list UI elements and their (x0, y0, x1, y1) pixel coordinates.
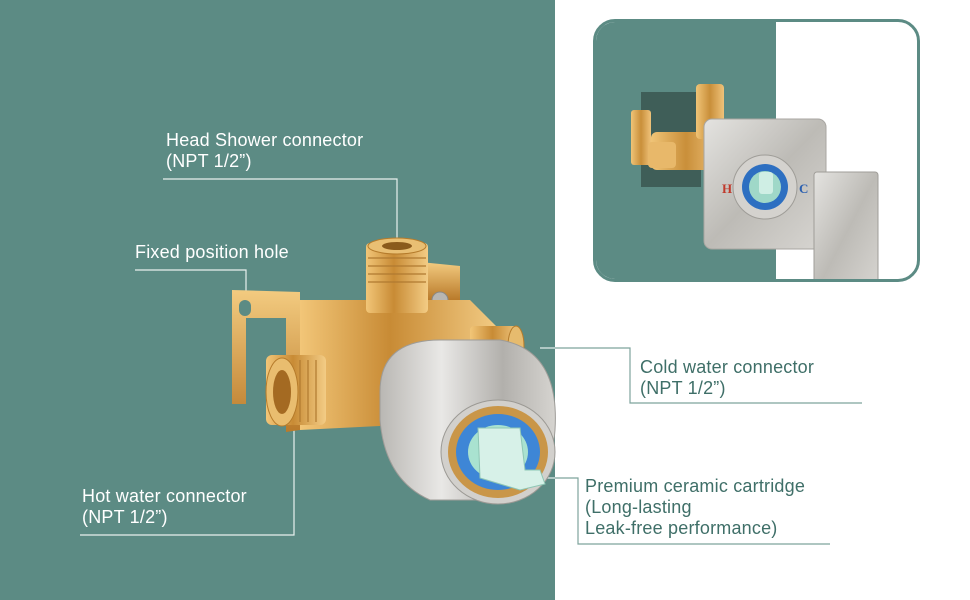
installed-trim-preview: H C (593, 19, 920, 282)
trim-plate-illustration: H C (631, 84, 879, 279)
hot-water-connector-label: Hot water connector (NPT 1/2”) (82, 486, 247, 527)
head-shower-outlet (366, 243, 428, 313)
head-shower-connector-label: Head Shower connector (NPT 1/2”) (166, 130, 364, 171)
leader-lines (80, 178, 555, 536)
cold-mark: C (799, 181, 808, 196)
cartridge-stem (477, 427, 546, 491)
cartridge-sleeve (379, 339, 556, 505)
cold-water-connector-label: Cold water connector (NPT 1/2”) (640, 357, 815, 398)
lever-handle-illustration (813, 171, 879, 279)
hot-mark: H (722, 181, 732, 196)
leader-lines-dark (555, 347, 862, 545)
ceramic-cartridge-label: Premium ceramic cartridge (Long-lasting … (585, 476, 806, 538)
fixed-position-hole-label: Fixed position hole (135, 242, 289, 262)
